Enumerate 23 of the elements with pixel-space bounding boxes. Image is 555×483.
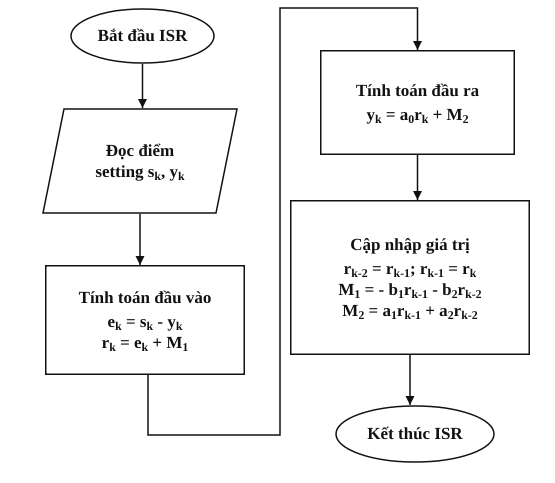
formula-text: M$_{1}$ = - b$_{1}$r$_{k-1}$ - b$_{2}$r$_{k-2}$ (338, 279, 482, 300)
node-label: Đọc điểm setting s$_{k}$, y$_{k}$ (94, 140, 186, 182)
arrow (147, 7, 422, 436)
input-parallelogram (42, 108, 238, 214)
formula-text: e$_{k}$ = s$_{k}$ - y$_{k}$ (108, 310, 182, 332)
process-box (45, 265, 245, 375)
box-heading: Tính toán đầu vào (78, 286, 212, 308)
start-ellipse (70, 8, 215, 64)
process-box (290, 200, 530, 355)
process-box (320, 50, 515, 155)
formula-text: y$_{k}$ = a$_{0}$r$_{k}$ + M$_{2}$ (366, 104, 469, 126)
arrow (406, 355, 414, 405)
arrow (413, 155, 422, 200)
arrow (138, 64, 147, 108)
box-heading: Tính toán đầu ra (356, 80, 480, 101)
formula-text: r$_{k-2}$ = r$_{k-1}$; r$_{k-1}$ = r$_{k}$ (344, 258, 476, 279)
arrow (136, 214, 144, 265)
end-ellipse (335, 405, 495, 463)
formula-text: r$_{k}$ = e$_{k}$ + M$_{1}$ (102, 332, 188, 354)
node-label: Kết thúc ISR (367, 423, 463, 445)
formula-text: M$_{2}$ = a$_{1}$r$_{k-1}$ + a$_{2}$r$_{k-2}$ (342, 300, 478, 322)
box-heading: Cập nhập giá trị (350, 234, 470, 255)
node-label: Bắt đầu ISR (98, 25, 188, 47)
